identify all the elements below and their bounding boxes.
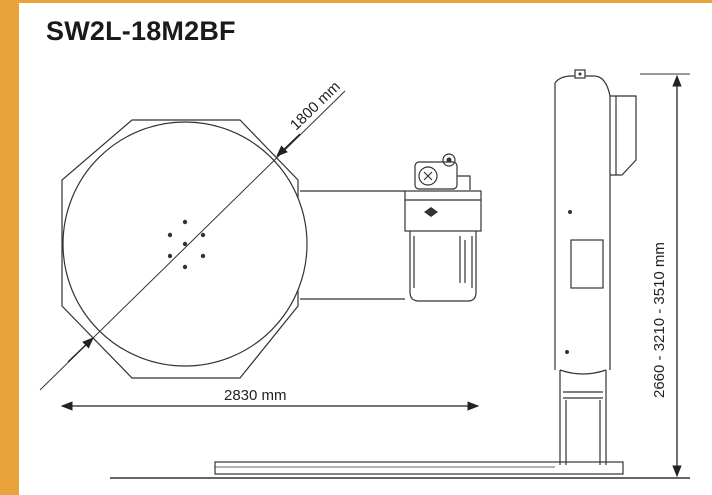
diameter-arrow-lower xyxy=(67,337,94,363)
page-title: SW2L-18M2BF xyxy=(46,16,236,46)
width-label: 2830 mm xyxy=(224,387,287,404)
turntable-base-plate xyxy=(214,461,624,475)
top-view xyxy=(39,90,482,391)
diameter-label: 1800 mm xyxy=(287,78,344,134)
mast xyxy=(554,69,637,465)
top-accent-rule xyxy=(0,0,712,3)
diameter-arrow-upper xyxy=(276,133,301,157)
wrap-unit-top-view xyxy=(404,153,482,302)
left-accent-bar xyxy=(0,0,19,495)
connecting-arm xyxy=(300,190,405,300)
height-label: 2660 - 3210 - 3510 mm xyxy=(651,242,668,398)
center-holes xyxy=(167,219,206,270)
side-view xyxy=(110,69,690,479)
